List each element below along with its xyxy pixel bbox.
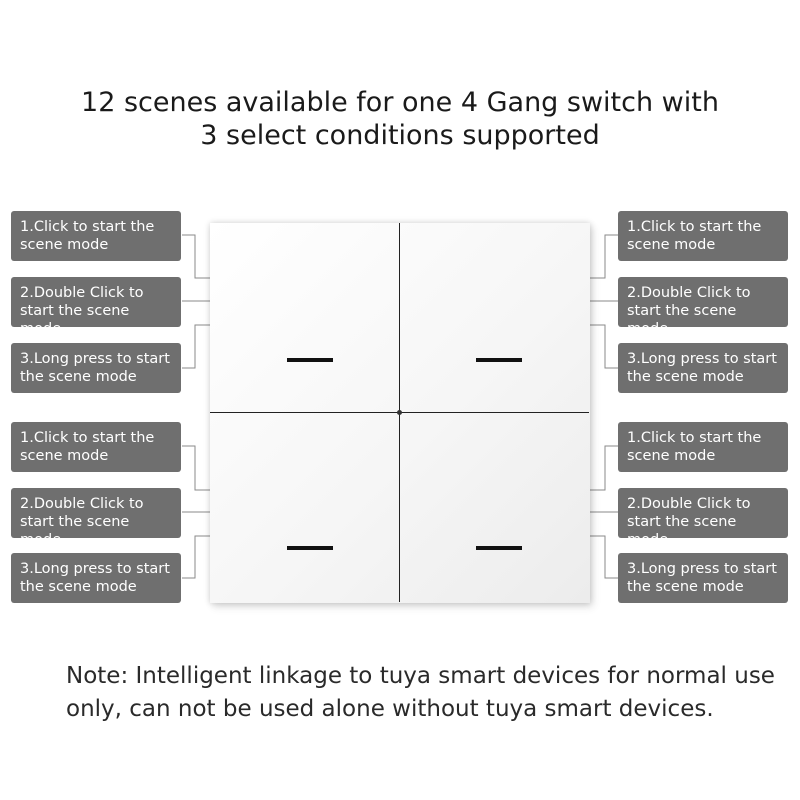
label-line: the scene mode bbox=[20, 579, 137, 595]
heading: 12 scenes available for one 4 Gang switc… bbox=[0, 86, 800, 152]
label-line: 2.Double Click to bbox=[627, 285, 751, 301]
label-line: start the scene mode bbox=[20, 514, 130, 548]
label-line: scene mode bbox=[627, 237, 716, 253]
label-line: scene mode bbox=[20, 448, 109, 464]
gang-button-bottom-right[interactable] bbox=[400, 413, 589, 602]
label-br-click: 1.Click to start the scene mode bbox=[618, 422, 788, 472]
label-line: 2.Double Click to bbox=[20, 496, 144, 512]
label-line: 1.Click to start the bbox=[20, 219, 155, 235]
switch-panel bbox=[210, 223, 590, 603]
indicator-top-left bbox=[287, 358, 333, 362]
label-tr-double-click: 2.Double Click to start the scene mode bbox=[618, 277, 788, 337]
label-line: start the scene mode bbox=[20, 303, 130, 337]
label-line: the scene mode bbox=[20, 369, 137, 385]
label-line: start the scene mode bbox=[627, 514, 737, 548]
label-bl-double-click: 2.Double Click to start the scene mode bbox=[11, 488, 181, 548]
usage-note-line-2: only, can not be used alone without tuya… bbox=[66, 696, 714, 722]
label-line: scene mode bbox=[20, 237, 109, 253]
label-line: 3.Long press to start bbox=[627, 351, 777, 367]
indicator-bottom-left bbox=[287, 546, 333, 550]
label-br-double-click: 2.Double Click to start the scene mode bbox=[618, 488, 788, 548]
label-tl-double-click: 2.Double Click to start the scene mode bbox=[11, 277, 181, 337]
label-line: 3.Long press to start bbox=[627, 561, 777, 577]
label-line: 3.Long press to start bbox=[20, 561, 170, 577]
label-line: scene mode bbox=[627, 448, 716, 464]
label-tr-click: 1.Click to start the scene mode bbox=[618, 211, 788, 261]
label-bl-click: 1.Click to start the scene mode bbox=[11, 422, 181, 472]
label-tr-long-press: 3.Long press to start the scene mode bbox=[618, 343, 788, 393]
gang-button-top-left[interactable] bbox=[210, 223, 400, 413]
indicator-top-right bbox=[476, 358, 522, 362]
label-line: the scene mode bbox=[627, 369, 744, 385]
label-line: 1.Click to start the bbox=[20, 430, 155, 446]
heading-line-1: 12 scenes available for one 4 Gang switc… bbox=[81, 87, 719, 118]
label-line: 2.Double Click to bbox=[20, 285, 144, 301]
usage-note: Note: Intelligent linkage to tuya smart … bbox=[66, 660, 786, 726]
label-tl-click: 1.Click to start the scene mode bbox=[11, 211, 181, 261]
label-line: start the scene mode bbox=[627, 303, 737, 337]
heading-line-2: 3 select conditions supported bbox=[200, 120, 600, 151]
gang-button-top-right[interactable] bbox=[400, 223, 589, 413]
gang-button-bottom-left[interactable] bbox=[210, 413, 400, 602]
label-line: 2.Double Click to bbox=[627, 496, 751, 512]
label-bl-long-press: 3.Long press to start the scene mode bbox=[11, 553, 181, 603]
label-line: 1.Click to start the bbox=[627, 430, 762, 446]
usage-note-line-1: Note: Intelligent linkage to tuya smart … bbox=[66, 663, 775, 689]
label-line: 1.Click to start the bbox=[627, 219, 762, 235]
label-line: 3.Long press to start bbox=[20, 351, 170, 367]
label-tl-long-press: 3.Long press to start the scene mode bbox=[11, 343, 181, 393]
panel-center-dot bbox=[397, 410, 402, 415]
label-line: the scene mode bbox=[627, 579, 744, 595]
indicator-bottom-right bbox=[476, 546, 522, 550]
label-br-long-press: 3.Long press to start the scene mode bbox=[618, 553, 788, 603]
